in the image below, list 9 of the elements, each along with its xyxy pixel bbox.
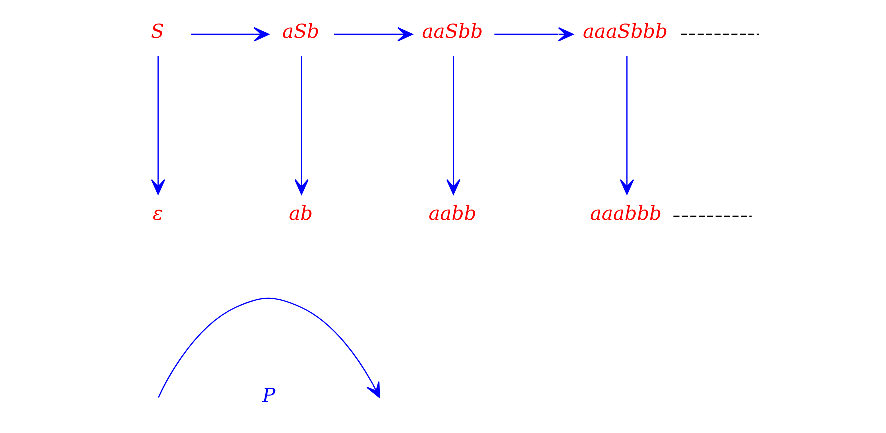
legend-label: P	[262, 384, 276, 407]
node-text: aaabbb	[590, 202, 662, 225]
node-text: aaSbb	[422, 20, 484, 43]
node-text: aSb	[282, 20, 320, 43]
node-text: aabb	[428, 202, 477, 225]
node-text: S	[151, 20, 164, 43]
node-text: ε	[152, 202, 164, 225]
node-text: aaaSbbb	[583, 20, 668, 43]
node-text: ab	[289, 202, 313, 225]
